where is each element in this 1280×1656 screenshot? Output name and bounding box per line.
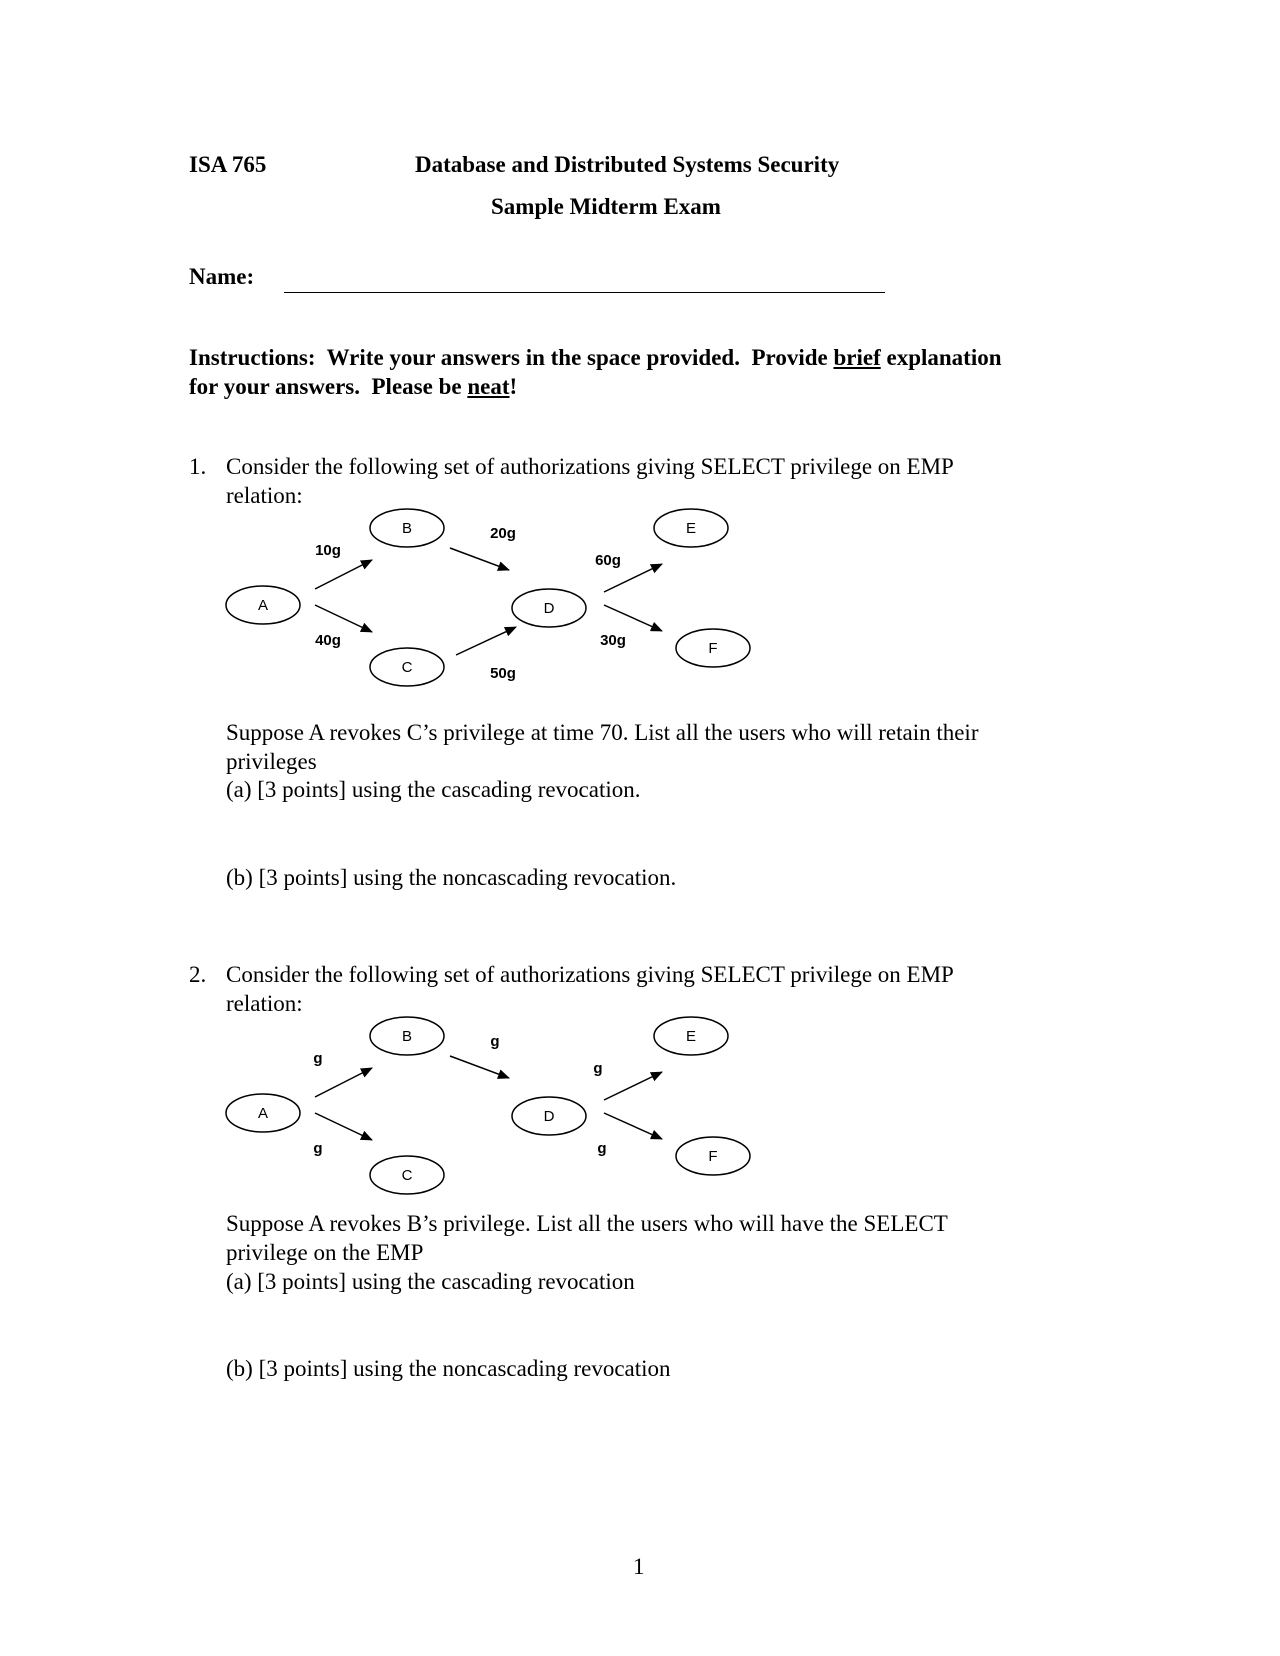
question-2-prompt-line-1: Consider the following set of authorizat…	[226, 962, 954, 987]
graph2-node-f: F	[675, 1136, 751, 1176]
graph1-node-d-label: D	[544, 600, 555, 617]
graph2-node-a: A	[225, 1093, 301, 1133]
graph2-node-c: C	[369, 1155, 445, 1195]
question-1-part-a: (a) [3 points] using the cascading revoc…	[226, 777, 641, 802]
graph1-node-c-label: C	[402, 659, 413, 676]
graph1-edge-label-a-c: 40g	[315, 632, 341, 649]
neat-emphasis: neat	[467, 374, 510, 399]
question-1-number: 1.	[189, 454, 207, 479]
instructions-text-2: for your answers. Please be	[189, 374, 468, 399]
instructions-text-2-end: !	[509, 374, 518, 399]
graph2-edge-b-d	[449, 1055, 510, 1079]
graph1-edge-a-b	[314, 559, 373, 590]
graph1-edge-label-d-f: 30g	[600, 632, 626, 649]
graph1-edge-label-b-d: 20g	[490, 525, 516, 542]
graph2-node-d: D	[511, 1096, 587, 1136]
name-answer-line	[284, 292, 885, 293]
graph1-node-d: D	[511, 588, 587, 628]
course-code: ISA 765	[189, 152, 267, 177]
graph1-edge-label-a-b: 10g	[315, 542, 341, 559]
graph2-node-d-label: D	[544, 1108, 555, 1125]
graph2-node-e-label: E	[686, 1028, 696, 1045]
page-number: 1	[633, 1554, 645, 1579]
graph2-edge-a-b	[314, 1067, 373, 1098]
question-1-part-b: (b) [3 points] using the noncascading re…	[226, 865, 677, 890]
graph1-node-b: B	[369, 508, 445, 548]
name-label: Name:	[189, 264, 255, 289]
graph2-node-b: B	[369, 1016, 445, 1056]
graph2-edge-label-a-b: g	[313, 1050, 322, 1067]
instructions-text: Write your answers in the space provided…	[315, 345, 834, 370]
graph1-node-a-label: A	[258, 597, 268, 614]
graph1-node-b-label: B	[402, 520, 412, 537]
question-2-scenario-line-1: Suppose A revokes B’s privilege. List al…	[226, 1211, 948, 1236]
question-1-prompt-line-1: Consider the following set of authorizat…	[226, 454, 954, 479]
document-title: Database and Distributed Systems Securit…	[415, 152, 840, 177]
graph1-node-c: C	[369, 647, 445, 687]
graph2-edge-d-e	[603, 1071, 663, 1101]
graph1-edge-d-e	[603, 563, 663, 593]
graph2-edge-label-b-d: g	[490, 1033, 499, 1050]
graph2-edge-a-c	[314, 1112, 373, 1141]
question-2-prompt-line-2: relation:	[226, 991, 303, 1016]
graph2-node-b-label: B	[402, 1028, 412, 1045]
graph1-node-f-label: F	[708, 640, 717, 657]
graph1-node-a: A	[225, 585, 301, 625]
instructions-line-1: Instructions: Write your answers in the …	[189, 344, 1002, 372]
graph1-edge-label-c-d: 50g	[490, 665, 516, 682]
question-2-scenario-line-2: privilege on the EMP	[226, 1240, 424, 1265]
instructions-text-end: explanation	[880, 345, 1002, 370]
graph1-node-f: F	[675, 628, 751, 668]
question-1-scenario-line-1: Suppose A revokes C’s privilege at time …	[226, 720, 979, 745]
graph2-node-f-label: F	[708, 1148, 717, 1165]
question-2-number: 2.	[189, 962, 207, 987]
instructions-label: Instructions:	[189, 345, 316, 370]
graph1-edge-a-c	[314, 604, 373, 633]
question-1-prompt-line-2: relation:	[226, 483, 303, 508]
graph2-node-e: E	[653, 1016, 729, 1056]
graph2-edge-label-a-c: g	[313, 1140, 322, 1157]
graph1-node-e-label: E	[686, 520, 696, 537]
graph2-edge-d-f	[603, 1112, 663, 1140]
question-2-part-a: (a) [3 points] using the cascading revoc…	[226, 1269, 635, 1294]
graph2-node-a-label: A	[258, 1105, 268, 1122]
graph2-edge-label-d-f: g	[597, 1140, 606, 1157]
question-1-scenario-line-2: privileges	[226, 749, 317, 774]
graph1-edge-d-f	[603, 604, 663, 632]
graph1-edge-b-d	[449, 547, 510, 571]
graph1-edge-c-d	[455, 626, 517, 656]
brief-emphasis: brief	[833, 345, 881, 370]
question-2-part-b: (b) [3 points] using the noncascading re…	[226, 1356, 671, 1381]
graph2-edge-label-d-e: g	[593, 1060, 602, 1077]
graph2-node-c-label: C	[402, 1167, 413, 1184]
instructions-line-2: for your answers. Please be neat!	[189, 373, 517, 401]
document-subtitle: Sample Midterm Exam	[491, 194, 721, 219]
graph1-node-e: E	[653, 508, 729, 548]
graph1-edge-label-d-e: 60g	[595, 552, 621, 569]
